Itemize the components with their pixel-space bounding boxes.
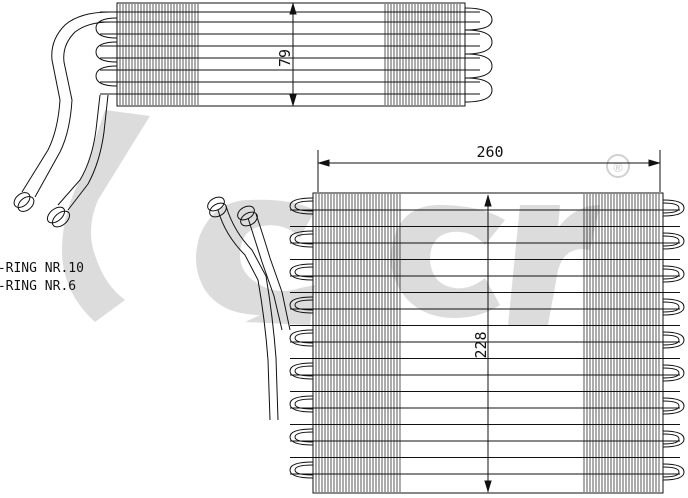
u-bend-inner [294,332,314,344]
u-bend [289,296,314,314]
u-bend [662,298,685,316]
u-bend-inner [662,466,680,478]
u-bend-inner [294,464,314,476]
u-bend-inner [662,334,680,346]
u-bend-inner [662,235,680,247]
top-view-evaporator [13,2,493,228]
u-bend [289,197,314,215]
front-right-ubends [662,199,685,481]
top-height-label: 79 [276,49,294,67]
u-bend-inner [294,266,314,278]
front-pipe-fittings [207,196,258,227]
u-bend [289,428,314,446]
watermark-logo [62,110,630,325]
top-pipe-fittings [13,192,71,228]
u-bend [662,331,685,349]
u-bend-inner [294,233,314,245]
u-bend [289,230,314,248]
top-core-tubes [100,11,480,95]
u-bend-inner [662,301,680,313]
u-bend-inner [294,431,314,443]
u-bend-inner [662,202,680,214]
front-width-dimension [317,150,661,192]
front-view-evaporator [207,150,685,494]
o-ring-label-1: O-RING NR.10 [0,261,84,276]
u-bend [662,397,685,415]
front-height-label: 228 [472,331,490,358]
front-left-ubends [289,197,314,479]
u-bend [289,329,314,347]
u-bend-inner [294,299,314,311]
u-bend [289,395,314,413]
top-fins-left [119,4,199,105]
front-fins-right [583,194,660,492]
u-bend [662,430,685,448]
front-fins-left [315,194,401,492]
front-connection-pipes [217,205,291,421]
top-left-ubends [95,17,118,87]
u-bend [289,263,314,281]
u-bend-inner [662,433,680,445]
top-fins-right [384,4,461,105]
u-bend [662,232,685,250]
u-bend-inner [294,365,314,377]
top-connection-pipes [21,11,111,211]
top-height-dimension [289,2,297,107]
u-bend-inner [662,268,680,280]
u-bend [662,463,685,481]
u-bend [662,364,685,382]
o-ring-label-2: O-RING NR.6 [0,279,76,294]
front-height-dimension [484,194,492,493]
u-bend-inner [662,367,680,379]
u-bend [289,362,314,380]
u-bend-inner [294,200,314,212]
u-bend [662,265,685,283]
u-bend [662,199,685,217]
top-right-ubends [464,7,493,103]
registered-mark: ® [612,161,624,175]
u-bend-inner [294,398,314,410]
front-width-label: 260 [476,143,503,161]
u-bend [289,461,314,479]
u-bend-inner [662,400,680,412]
